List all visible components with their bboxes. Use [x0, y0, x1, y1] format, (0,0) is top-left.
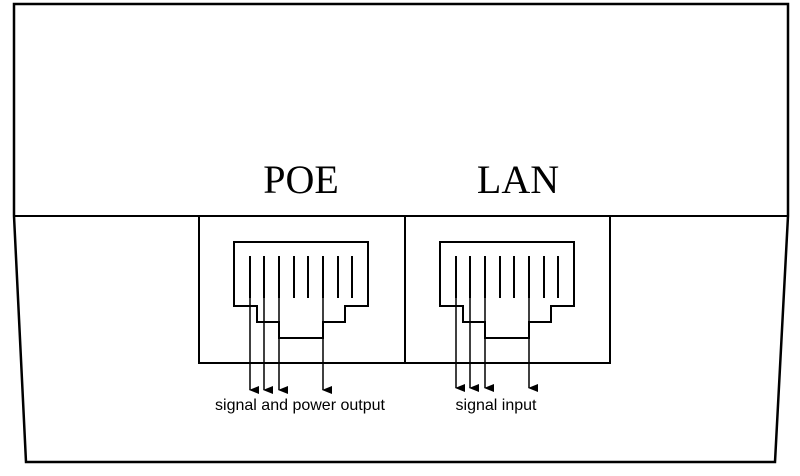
poe-port-label: POE: [263, 157, 339, 202]
lan-port-frame: [404, 215, 611, 364]
lan-caption: signal input: [456, 397, 538, 414]
lan-port-label: LAN: [477, 157, 559, 202]
device-housing-outline: [12, 2, 790, 464]
poe-jack-pins: [249, 256, 353, 298]
lan-jack-outline: [439, 241, 575, 339]
poe-output-arrows: [249, 298, 332, 394]
poe-caption: signal and power output: [215, 397, 385, 414]
poe-jack-outline: [233, 241, 369, 339]
poe-port-frame: [198, 215, 406, 364]
lan-rj45-jack: [439, 241, 575, 392]
lan-jack-pins: [455, 256, 559, 298]
poe-rj45-jack: [233, 241, 369, 394]
lan-input-arrows: [455, 298, 538, 392]
